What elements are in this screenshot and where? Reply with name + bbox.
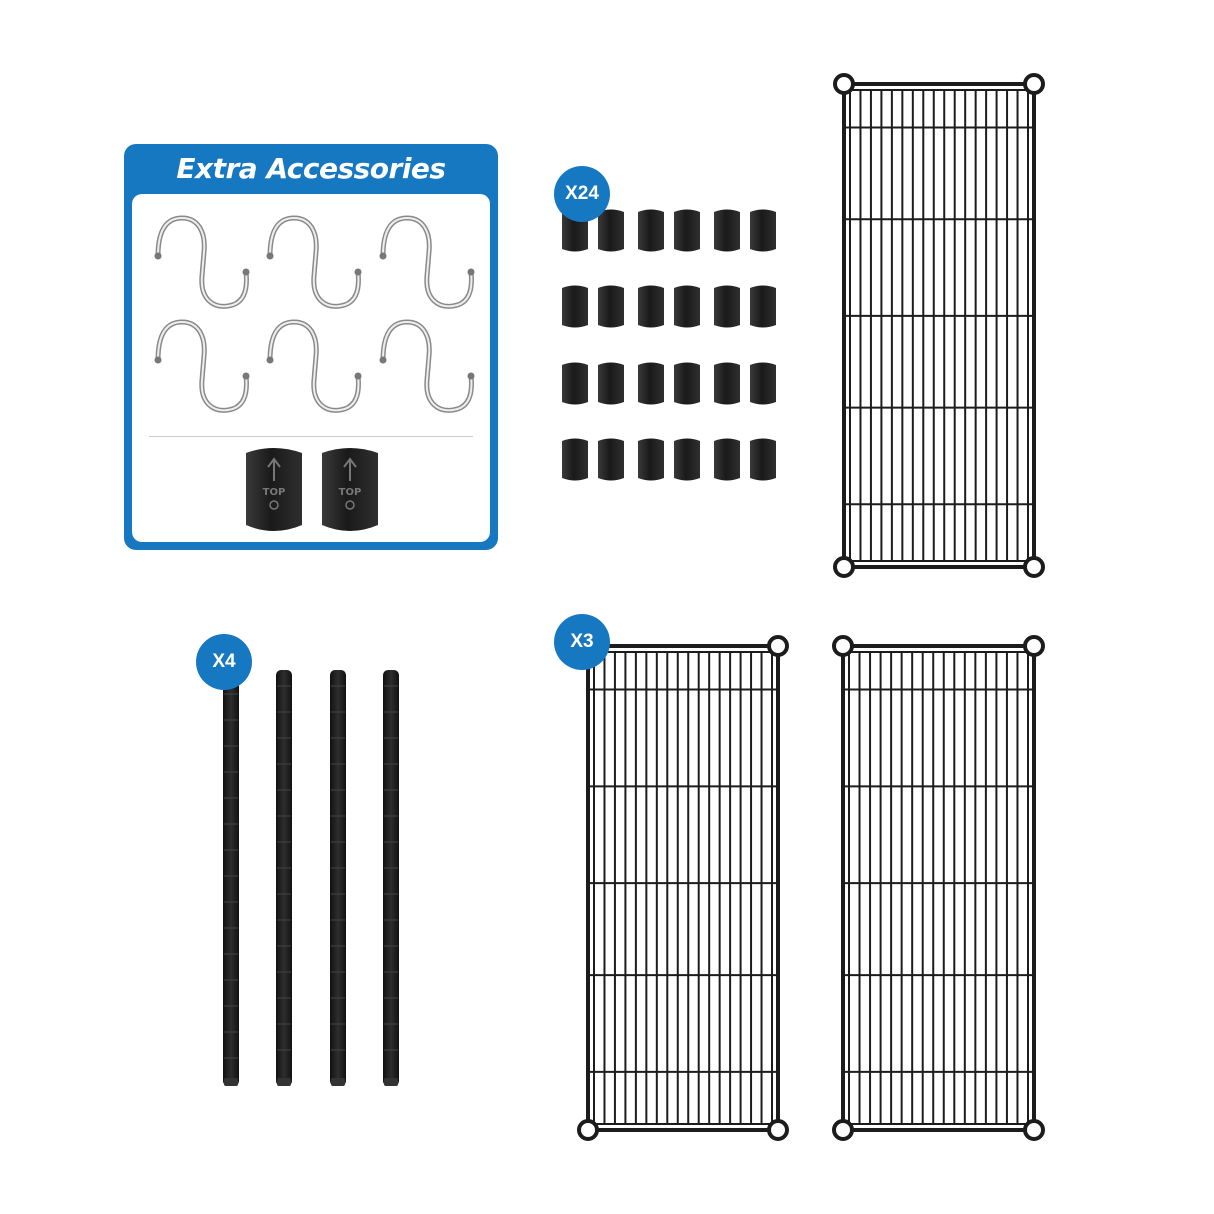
s-hook-icon bbox=[154, 215, 250, 309]
clip-icon bbox=[638, 362, 664, 405]
clip-icon bbox=[714, 285, 740, 328]
clip-icon bbox=[562, 438, 588, 481]
clip-icon bbox=[562, 362, 588, 405]
s-hook-icon bbox=[154, 319, 250, 413]
clip-icon bbox=[674, 362, 700, 405]
pole-icon bbox=[276, 670, 292, 1086]
poles-quantity-badge: X4 bbox=[196, 634, 252, 690]
clip-icon bbox=[750, 438, 776, 481]
clip-icon bbox=[638, 285, 664, 328]
clip-icon bbox=[750, 362, 776, 405]
s-hook-icon bbox=[379, 319, 475, 413]
sleeve-clip-icon: TOP bbox=[246, 448, 302, 531]
s-hooks-group bbox=[154, 215, 475, 413]
accessory-clips-group: TOP TOP bbox=[246, 448, 378, 531]
wire-shelf-icon bbox=[577, 635, 789, 1141]
clip-icon bbox=[750, 285, 776, 328]
clip-icon bbox=[598, 209, 624, 252]
clip-icon bbox=[674, 438, 700, 481]
clip-icon bbox=[598, 362, 624, 405]
clip-icon bbox=[674, 285, 700, 328]
clip-icon bbox=[674, 209, 700, 252]
pole-icon bbox=[223, 678, 239, 1086]
clip-icon bbox=[638, 438, 664, 481]
extra-accessories-title: Extra Accessories bbox=[176, 152, 446, 185]
clip-icon bbox=[714, 209, 740, 252]
poles-group bbox=[223, 670, 399, 1086]
accessories-divider bbox=[149, 436, 473, 437]
clip-icon bbox=[714, 438, 740, 481]
clip-icon bbox=[714, 362, 740, 405]
wire-shelves-group bbox=[577, 73, 1045, 1141]
sleeve-clip-icon: TOP bbox=[322, 448, 378, 531]
wire-shelf-icon bbox=[833, 73, 1045, 578]
clip-icon bbox=[750, 209, 776, 252]
clip-icon bbox=[638, 209, 664, 252]
pole-icon bbox=[330, 670, 346, 1086]
clips-quantity-badge: X24 bbox=[554, 166, 610, 222]
pole-icon bbox=[383, 670, 399, 1086]
svg-text:TOP: TOP bbox=[339, 487, 362, 498]
clips-group bbox=[562, 209, 776, 481]
s-hook-icon bbox=[379, 215, 475, 309]
clip-icon bbox=[598, 438, 624, 481]
clip-icon bbox=[598, 285, 624, 328]
clip-icon bbox=[562, 285, 588, 328]
wire-shelf-icon bbox=[832, 635, 1045, 1141]
shelves-quantity-badge: X3 bbox=[554, 614, 610, 670]
s-hook-icon bbox=[266, 215, 362, 309]
s-hook-icon bbox=[266, 319, 362, 413]
svg-text:TOP: TOP bbox=[263, 487, 286, 498]
